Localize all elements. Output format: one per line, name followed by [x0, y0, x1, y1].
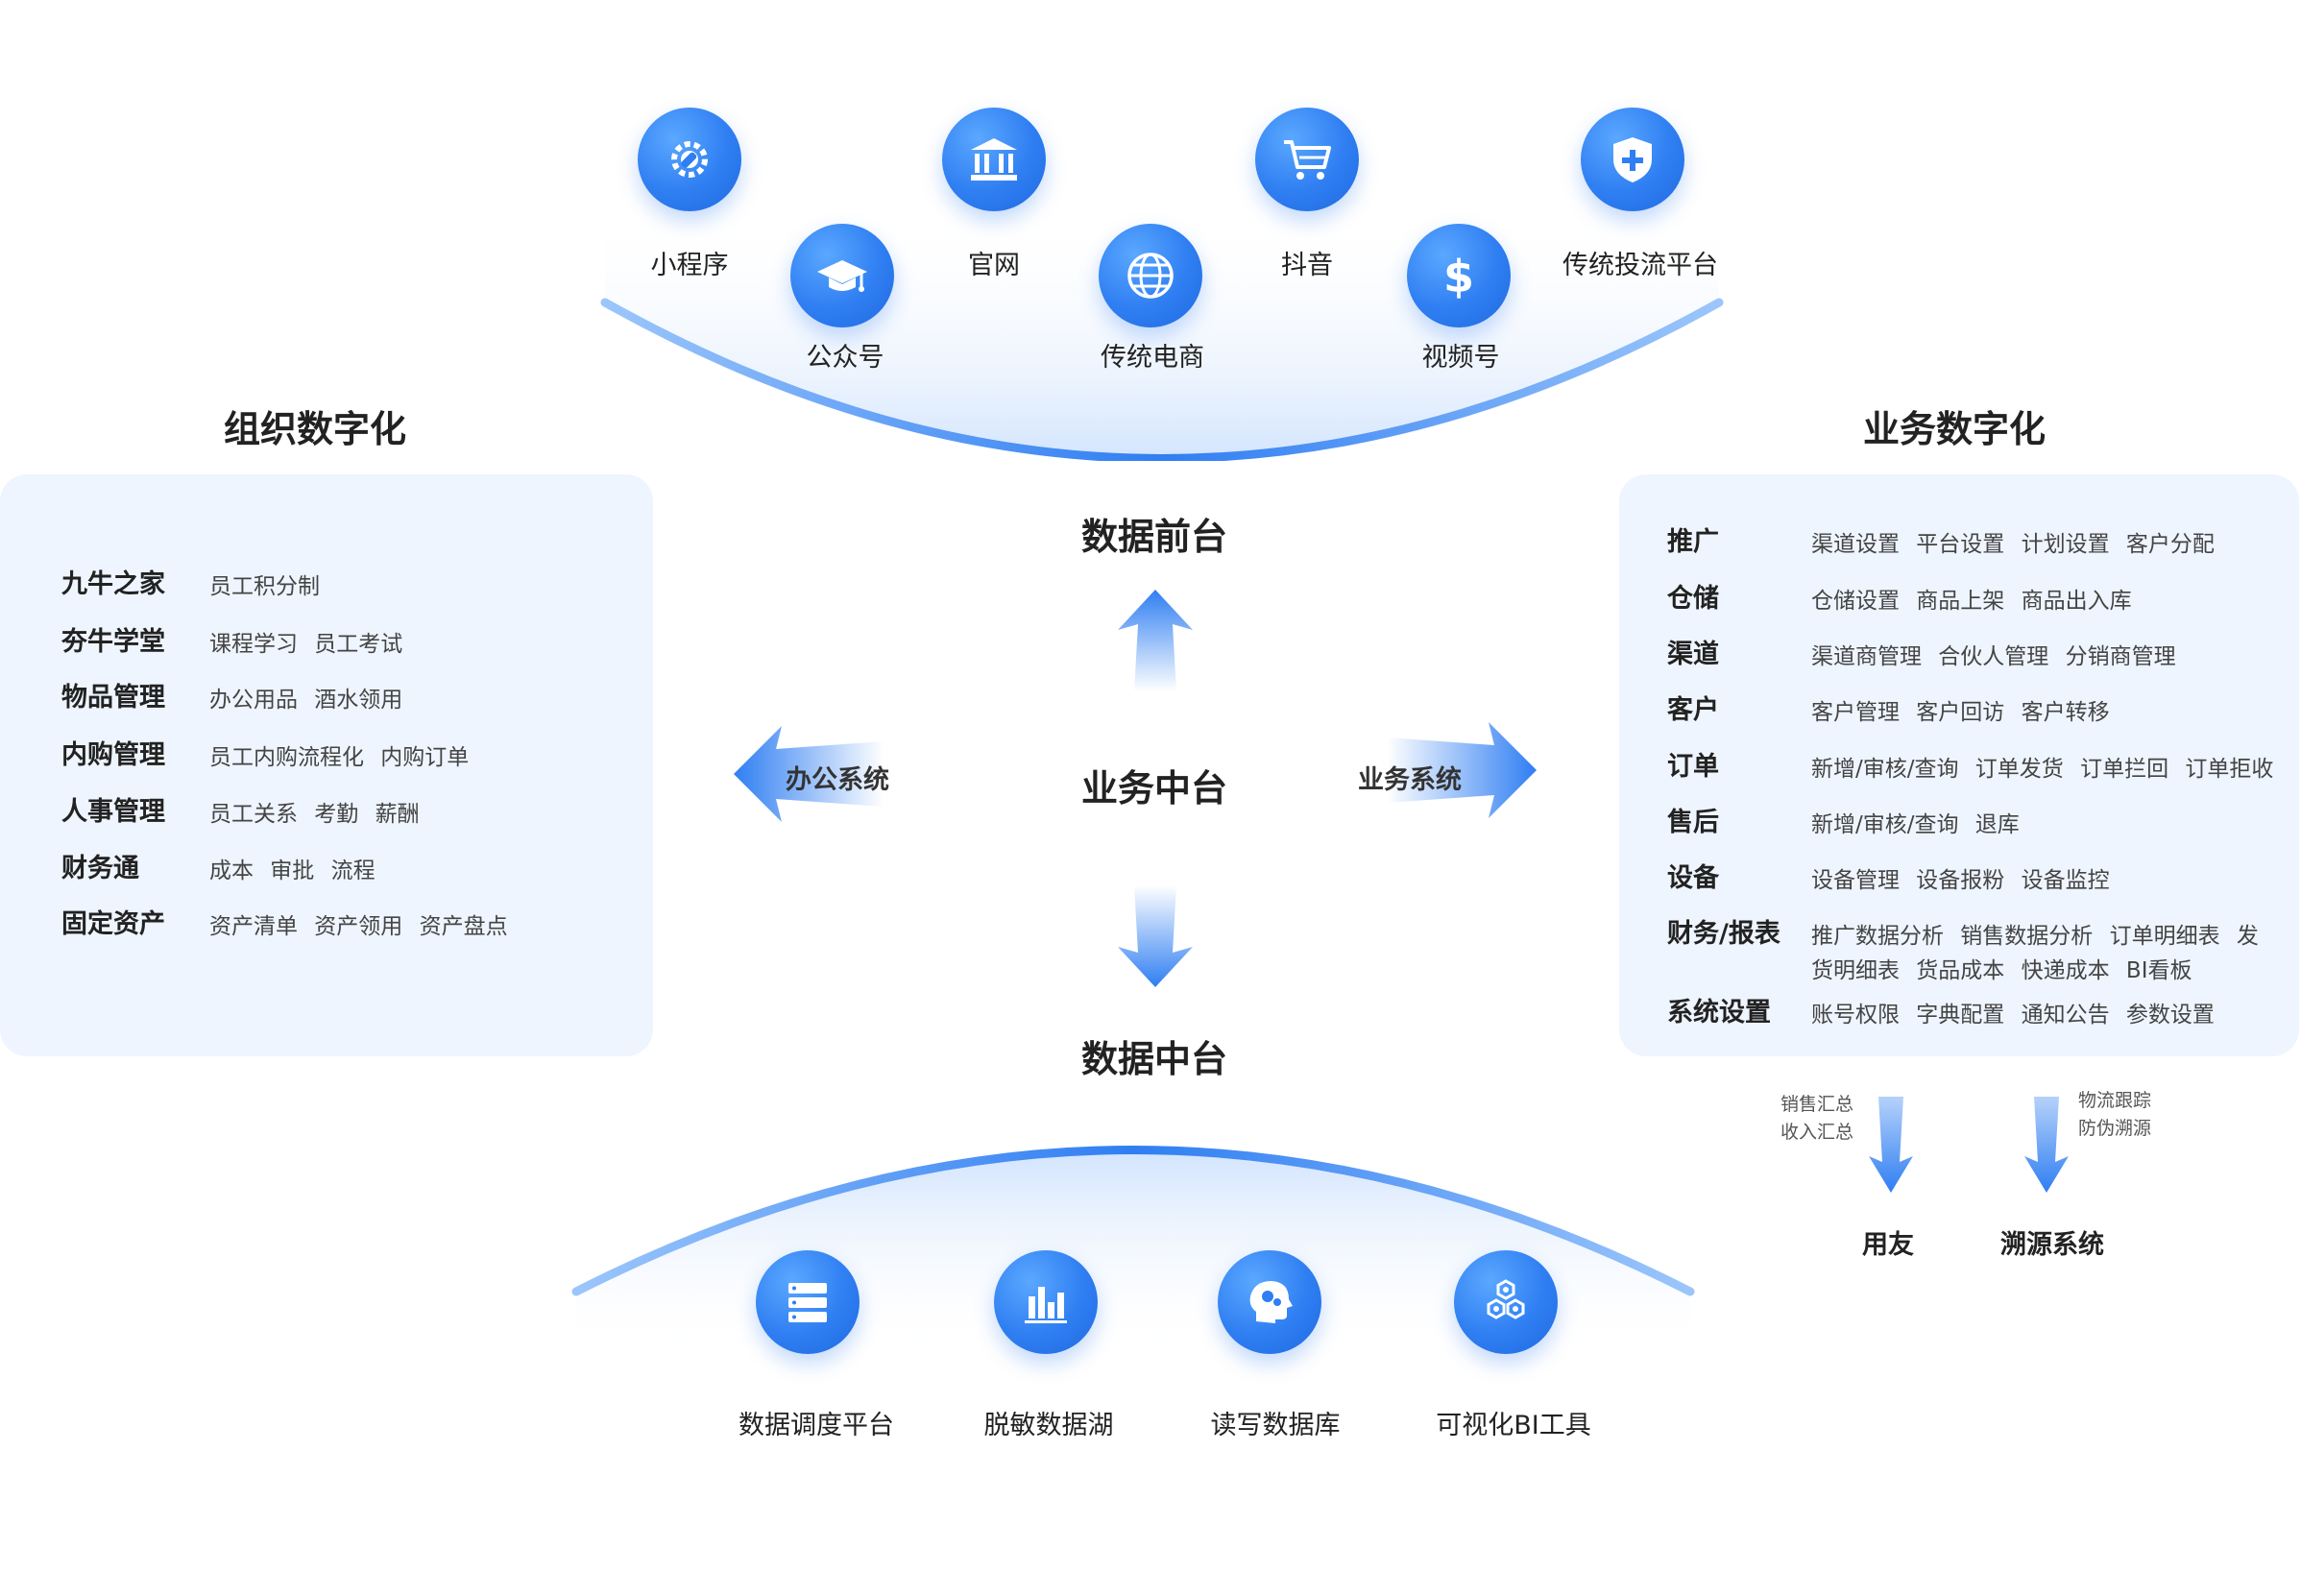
right-row-key: 设备 — [1667, 863, 1719, 893]
scheduling-platform-label: 数据调度平台 — [739, 1411, 894, 1440]
mini-program-label: 小程序 — [650, 251, 729, 280]
up-arrow-icon — [1118, 590, 1193, 691]
svg-text:$: $ — [1443, 251, 1474, 302]
left-panel — [0, 474, 653, 1056]
douyin-icon[interactable] — [1255, 108, 1359, 211]
left-row-key: 物品管理 — [61, 683, 165, 713]
right-row-value: 新增/审核/查询 退库 — [1811, 812, 2020, 837]
right-row-value: 推广数据分析 销售数据分析 订单明细表 发 — [1811, 924, 2259, 949]
down-arrow-icon — [1118, 885, 1193, 987]
right-row-key: 订单 — [1667, 752, 1719, 782]
trace-system-label: 溯源系统 — [2000, 1230, 2104, 1260]
right-row-value: 渠道设置 平台设置 计划设置 客户分配 — [1811, 532, 2215, 557]
right-arrow-icon — [1387, 722, 1537, 818]
scheduling-platform-icon[interactable] — [756, 1250, 860, 1354]
traditional-ecommerce-label: 传统电商 — [1101, 343, 1204, 373]
right-section-title: 业务数字化 — [1862, 408, 2047, 450]
gear-wrench-icon — [671, 141, 708, 178]
traditional-ads-label: 传统投流平台 — [1562, 251, 1718, 280]
right-row-key: 系统设置 — [1667, 998, 1771, 1028]
right-row-key: 渠道 — [1667, 640, 1719, 669]
bar-chart-icon — [1025, 1287, 1067, 1323]
dollar-icon: $ — [1443, 251, 1474, 302]
left-row-value: 员工内购流程化 内购订单 — [209, 745, 470, 770]
left-row-key: 九牛之家 — [61, 569, 165, 599]
traditional-ecommerce-icon[interactable] — [1099, 224, 1202, 327]
mini-program-icon[interactable] — [638, 108, 741, 211]
shield-plus-icon — [1613, 137, 1652, 182]
bi-tool-icon[interactable] — [1454, 1250, 1558, 1354]
right-row-value: 新增/审核/查询 订单发货 订单拦回 订单拒收 — [1811, 757, 2274, 782]
right-row-key: 客户 — [1667, 695, 1719, 725]
left-arrow-icon — [734, 726, 884, 822]
data-front-title: 数据前台 — [1080, 516, 1228, 558]
downstream-note-1: 销售汇总 收入汇总 — [1780, 1094, 1854, 1143]
official-account-label: 公众号 — [806, 343, 884, 373]
website-label: 官网 — [968, 251, 1020, 280]
right-row-value: 仓储设置 商品上架 商品出入库 — [1811, 589, 2132, 614]
right-row-value: 客户管理 客户回访 客户转移 — [1811, 700, 2110, 725]
down-arrow-yonyou-icon — [1869, 1097, 1913, 1193]
left-row-key: 内购管理 — [61, 740, 165, 770]
down-arrow-trace-icon — [2024, 1097, 2069, 1193]
bi-tool-label: 可视化BI工具 — [1436, 1411, 1591, 1440]
right-row-value: 设备管理 设备报粉 设备监控 — [1811, 868, 2110, 893]
rw-database-icon[interactable] — [1218, 1250, 1321, 1354]
masking-lake-icon[interactable] — [994, 1250, 1098, 1354]
hexagons-icon — [1487, 1279, 1525, 1319]
yonyou-label: 用友 — [1862, 1230, 1914, 1260]
website-icon[interactable] — [942, 108, 1046, 211]
left-row-value: 成本 审批 流程 — [209, 858, 375, 883]
right-row-value: 渠道商管理 合伙人管理 分销商管理 — [1811, 644, 2176, 669]
right-row-key: 推广 — [1667, 527, 1719, 557]
left-row-key: 人事管理 — [61, 797, 165, 827]
left-row-value: 资产清单 资产领用 资产盘点 — [209, 914, 508, 939]
office-system-label: 办公系统 — [786, 765, 889, 795]
rw-database-label: 读写数据库 — [1210, 1411, 1341, 1440]
left-row-key: 夯牛学堂 — [61, 627, 165, 657]
business-middle-title: 业务中台 — [1080, 767, 1228, 810]
left-row-value: 员工关系 考勤 薪酬 — [209, 802, 420, 827]
left-section-title: 组织数字化 — [223, 408, 407, 450]
right-panel — [1619, 474, 2299, 1056]
right-row-value-cont: 货明细表 货品成本 快递成本 BI看板 — [1811, 958, 2192, 983]
traditional-ads-icon[interactable] — [1581, 108, 1684, 211]
left-row-value: 办公用品 酒水领用 — [209, 688, 403, 713]
business-system-label: 业务系统 — [1358, 765, 1462, 795]
left-row-key: 财务通 — [61, 854, 139, 883]
official-account-icon[interactable] — [790, 224, 894, 327]
shopping-cart-icon — [1284, 140, 1331, 180]
left-row-key: 固定资产 — [61, 909, 165, 939]
douyin-label: 抖音 — [1281, 251, 1333, 280]
right-row-value: 账号权限 字典配置 通知公告 参数设置 — [1811, 1003, 2215, 1028]
downstream-note-2: 物流跟踪 防伪溯源 — [2078, 1090, 2152, 1139]
right-row-key: 财务/报表 — [1667, 919, 1780, 949]
globe-icon — [1127, 253, 1174, 299]
video-account-label: 视频号 — [1421, 343, 1500, 373]
graduation-cap-icon — [817, 260, 867, 292]
right-row-key: 仓储 — [1667, 584, 1719, 614]
right-row-key: 售后 — [1667, 808, 1719, 837]
left-row-value: 课程学习 员工考试 — [209, 632, 403, 657]
left-row-value: 员工积分制 — [209, 574, 320, 599]
video-account-icon[interactable]: $ — [1407, 224, 1511, 327]
server-icon — [788, 1283, 827, 1322]
brain-head-icon — [1249, 1281, 1293, 1323]
data-middle-title: 数据中台 — [1080, 1038, 1228, 1080]
bank-icon — [971, 138, 1017, 181]
masking-lake-label: 脱敏数据湖 — [983, 1411, 1114, 1440]
